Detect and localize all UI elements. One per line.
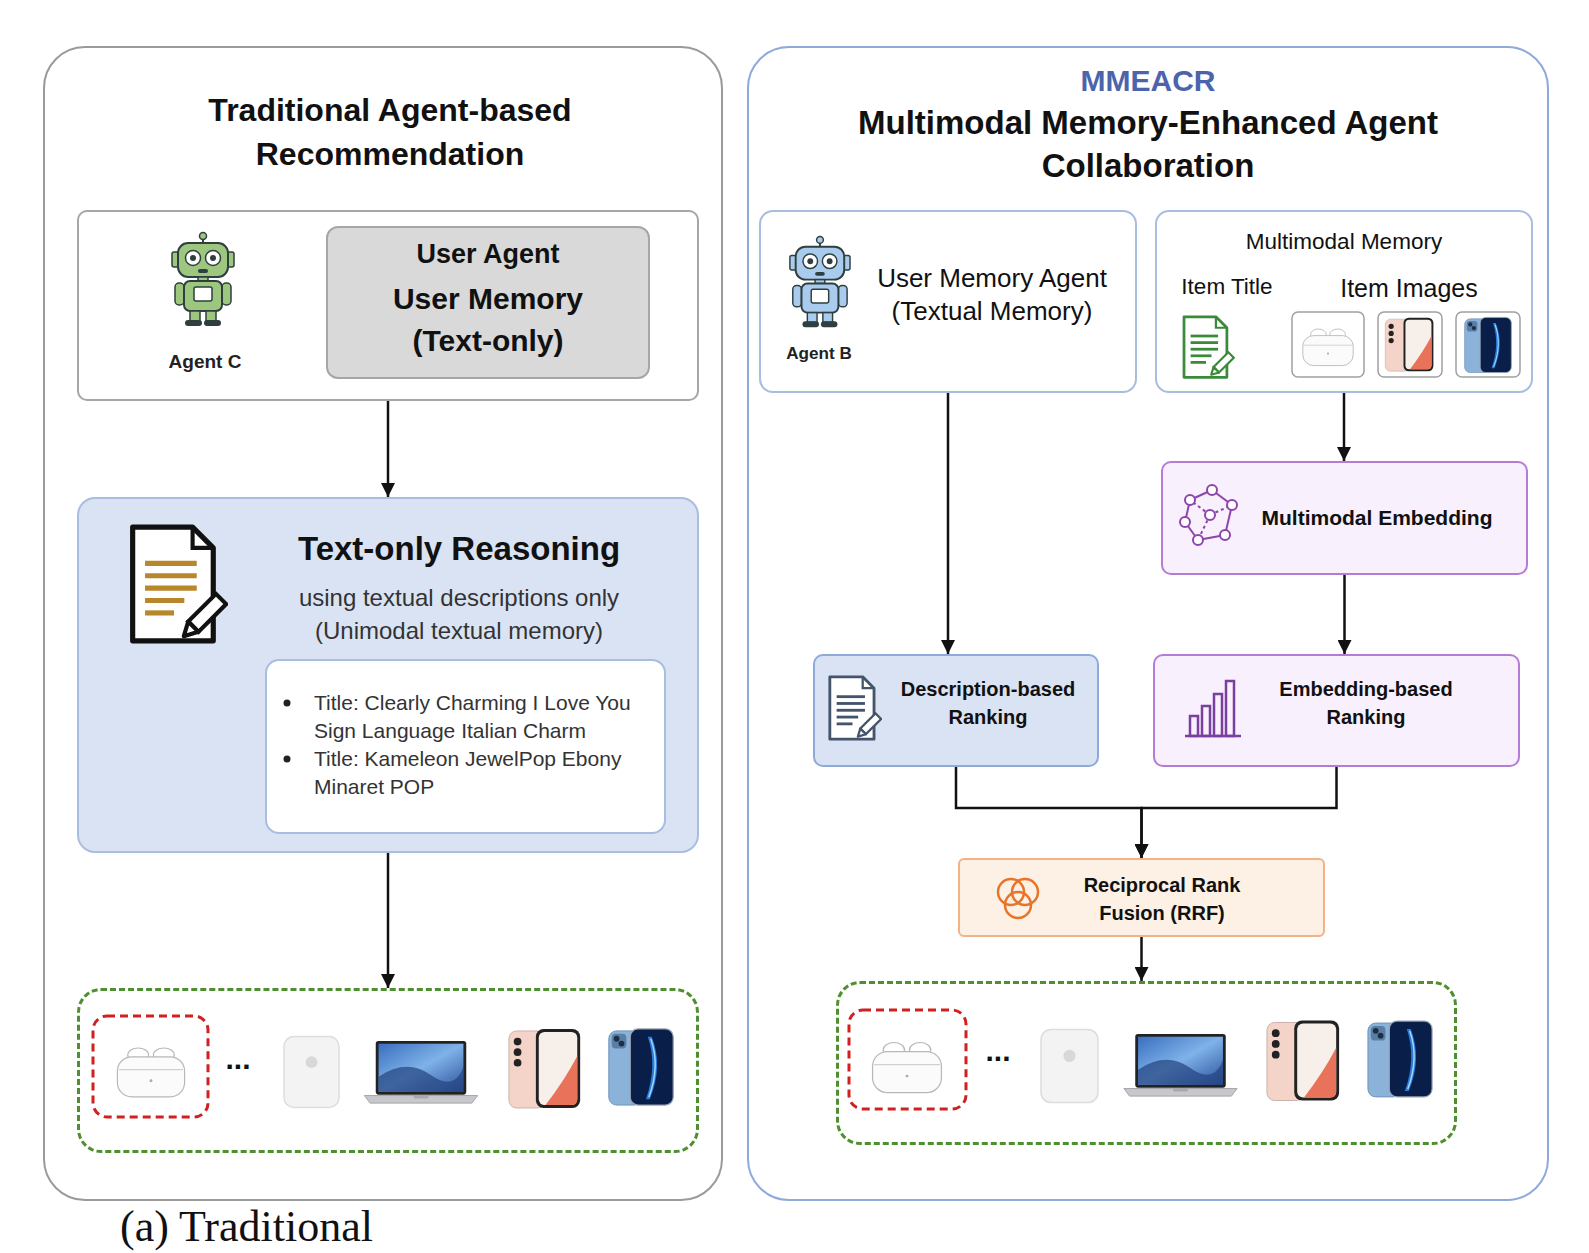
node-text: User Memory (Text-only) — [358, 278, 618, 362]
arrow-connector — [956, 767, 1142, 858]
node-text: User Memory Agent (Textual Memory) — [856, 262, 1128, 328]
product-image — [609, 1029, 673, 1105]
node-text: using textual descriptions only (Unimoda… — [259, 581, 659, 647]
product-image — [1267, 1021, 1339, 1101]
agent-box: Agent C User AgentUser Memory (Text-only) — [77, 210, 699, 401]
comparison-panel: MMEACRMultimodal Memory-Enhanced Agent C… — [747, 46, 1549, 1201]
subfigure-caption: (a) Traditional — [120, 1203, 373, 1251]
node-text: Item Title — [1157, 273, 1297, 300]
comparison-panel: Traditional Agent-based RecommendationAg… — [43, 46, 723, 1201]
product-image — [1368, 1021, 1432, 1097]
node-text: User Agent — [328, 236, 648, 274]
node-text: MMEACR — [848, 63, 1448, 99]
reasoning-box: Text-only Reasoning using textual descrip… — [77, 497, 699, 853]
product-image — [364, 1041, 477, 1103]
product-image — [849, 1010, 966, 1109]
ranking-box: Description-based Ranking — [813, 654, 1099, 767]
ranking-box: Embedding-based Ranking — [1153, 654, 1520, 767]
product-image — [93, 1016, 208, 1117]
node-text: Item Images — [1319, 273, 1499, 303]
product-image — [873, 1043, 942, 1093]
node-text: Title: Kameleon JewelPop Ebony Minaret P… — [314, 745, 656, 801]
arrow-connector — [387, 401, 390, 497]
result-list-box: ... — [77, 988, 699, 1153]
memory-box: User AgentUser Memory (Text-only) — [326, 226, 650, 379]
node-text: Multimodal Memory — [1157, 228, 1531, 255]
memory-box: Multimodal MemoryItem Title Item Images — [1155, 210, 1533, 393]
node-text: Agent C — [145, 349, 265, 375]
product-image — [284, 1037, 339, 1108]
node-text: ... — [968, 1033, 1028, 1069]
fusion-box: Reciprocal Rank Fusion (RRF) — [958, 858, 1325, 937]
arrow-connector — [1343, 575, 1346, 654]
arrow-connector — [947, 393, 950, 654]
node-text: Embedding-based Ranking — [1266, 675, 1466, 731]
embedding-box: Multimodal Embedding — [1161, 461, 1528, 575]
example-list-box: Title: Clearly Charming I Love You Sign … — [265, 659, 666, 834]
product-image — [1124, 1034, 1237, 1096]
agent-box: User Memory Agent (Textual Memory) Agent … — [759, 210, 1137, 393]
node-text: Text-only Reasoning — [259, 529, 659, 569]
node-text: Traditional Agent-based Recommendation — [110, 88, 670, 176]
arrow-connector — [1343, 393, 1346, 461]
node-text: Agent B — [759, 342, 879, 365]
node-text: Description-based Ranking — [885, 675, 1091, 731]
product-image — [93, 1010, 1432, 1117]
result-list-box: ... — [836, 981, 1457, 1145]
arrow-connector — [1140, 937, 1143, 981]
node-text: Reciprocal Rank Fusion (RRF) — [1062, 871, 1262, 927]
product-image — [117, 1048, 184, 1097]
product-image — [509, 1029, 580, 1108]
arrow-connector — [387, 853, 390, 988]
node-text: Title: Clearly Charming I Love You Sign … — [314, 689, 656, 745]
node-text: Multimodal Embedding — [1241, 504, 1513, 532]
node-text: Multimodal Memory-Enhanced Agent Collabo… — [858, 101, 1438, 187]
product-image — [1041, 1029, 1098, 1102]
node-text: ... — [208, 1041, 268, 1077]
arrow-connector — [1142, 767, 1337, 858]
